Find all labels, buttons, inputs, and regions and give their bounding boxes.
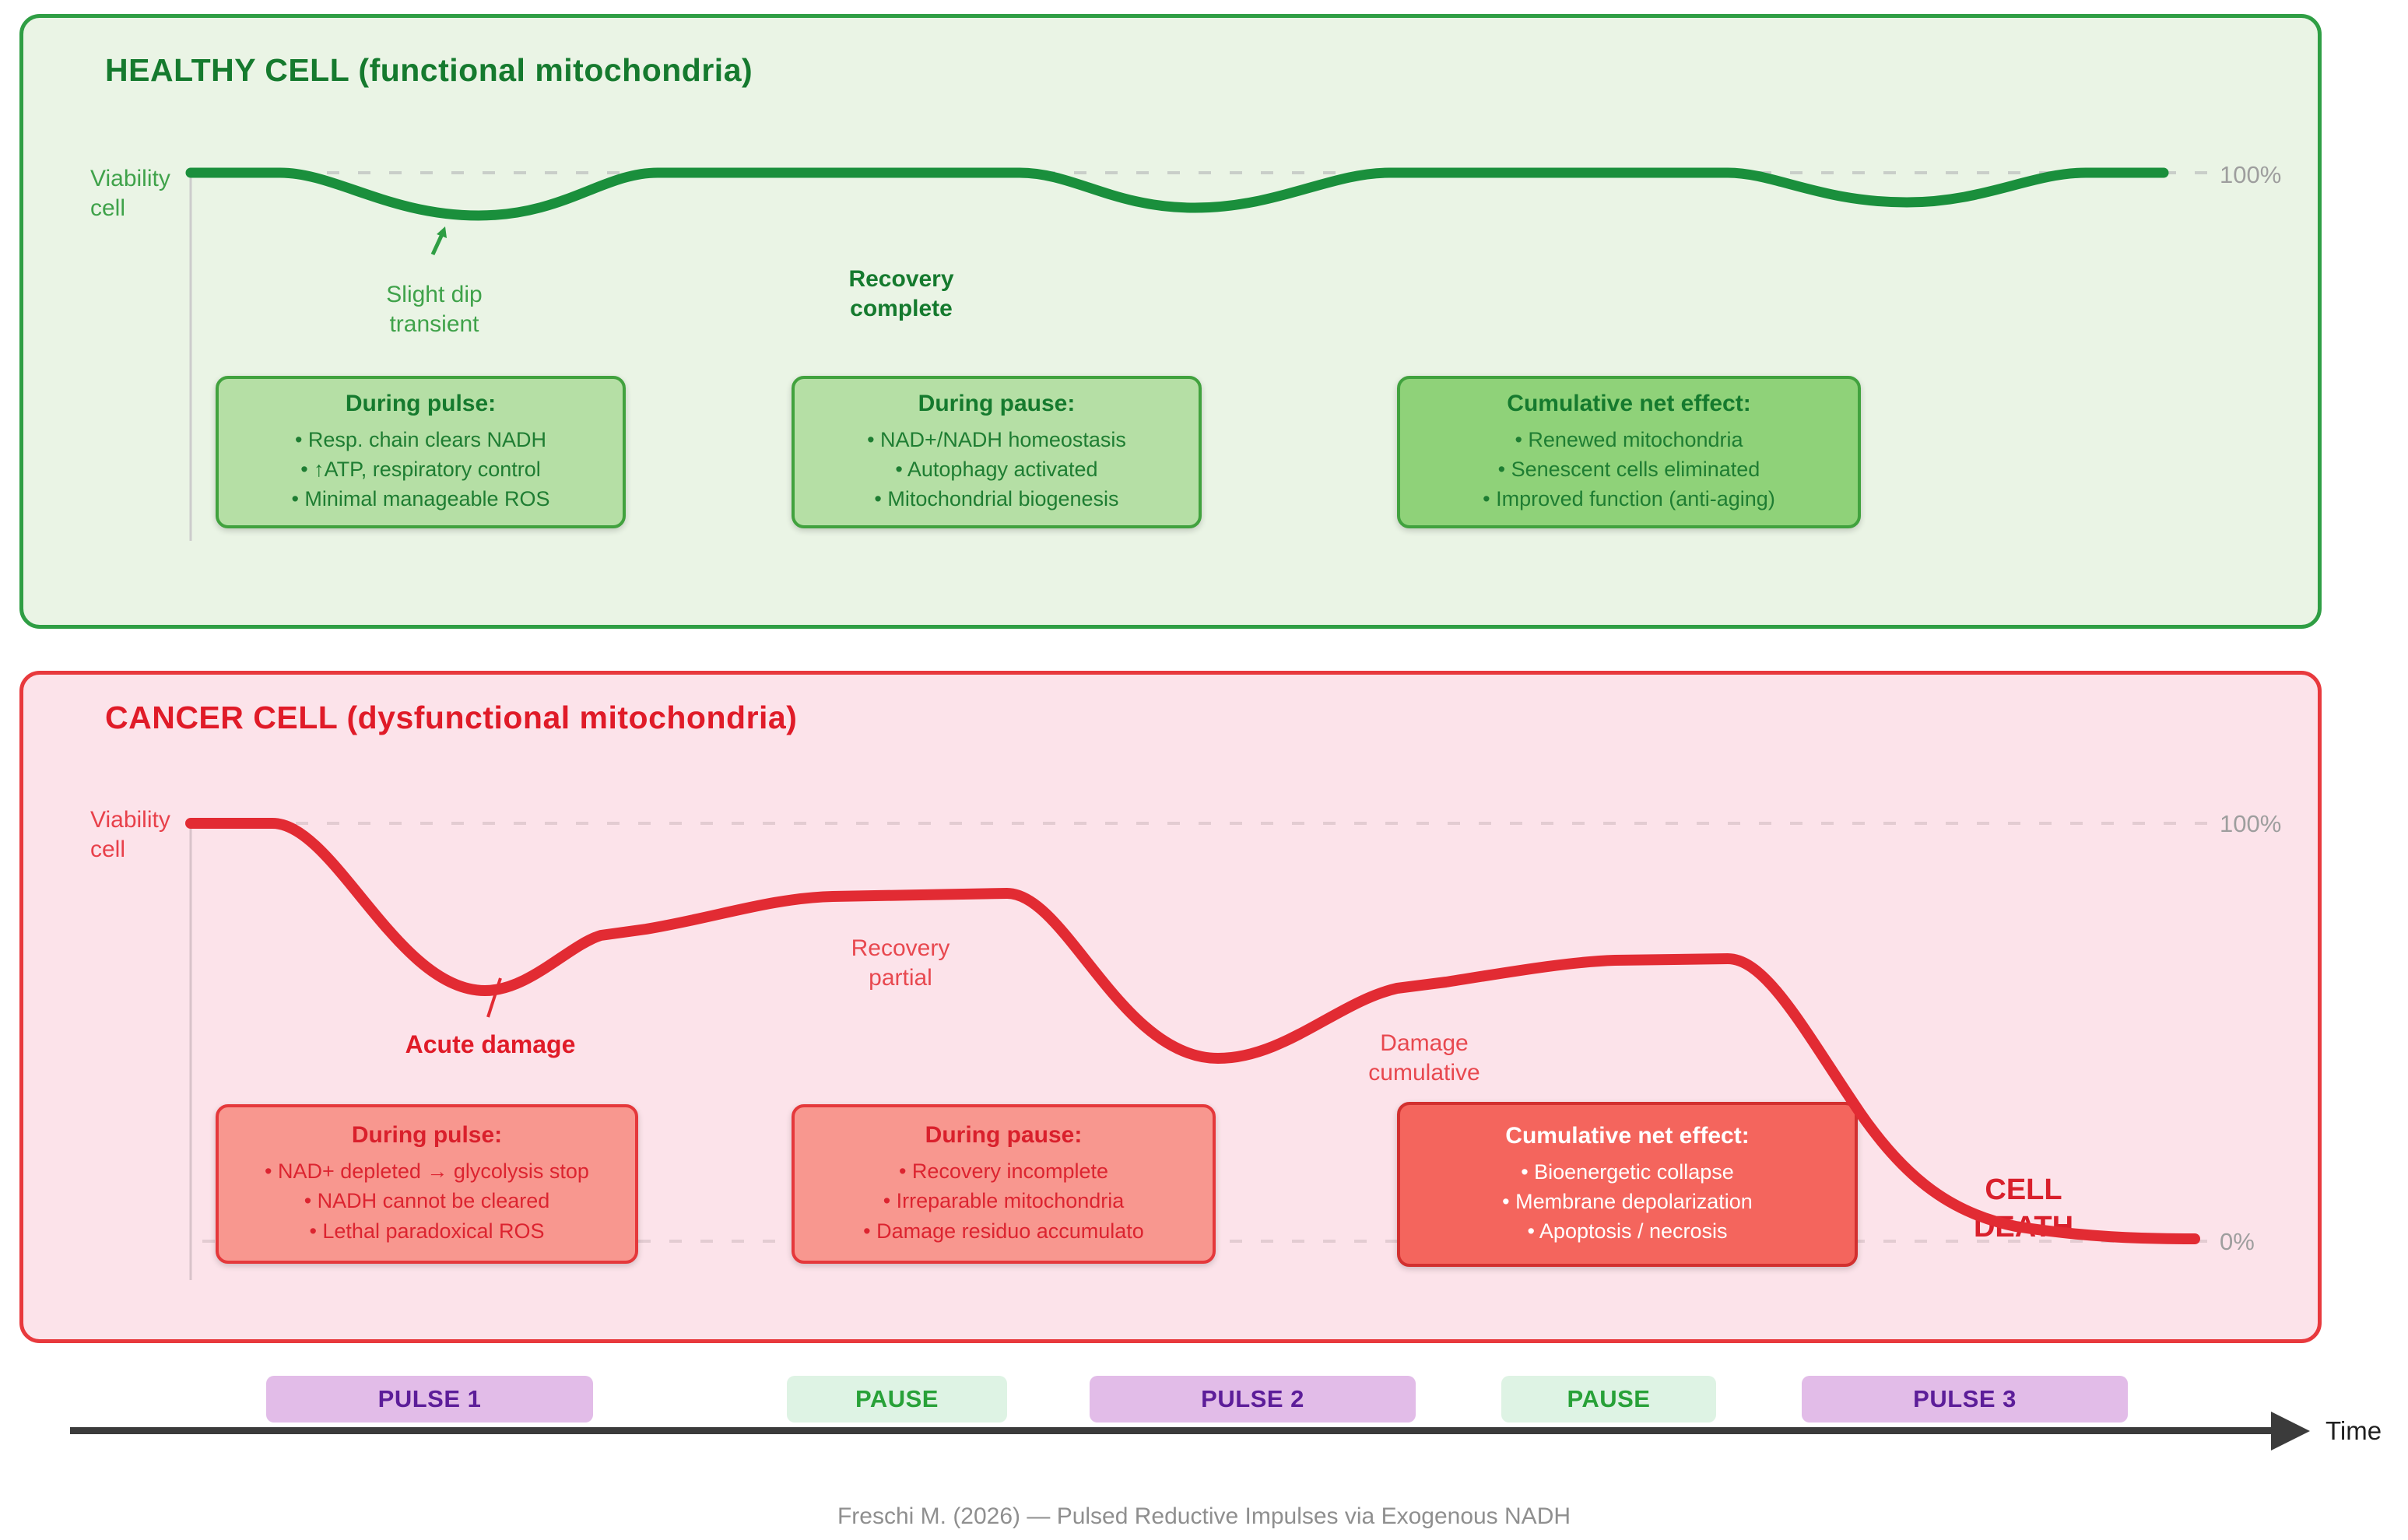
cancer-annotation-acute-damage: Acute damage xyxy=(405,1030,576,1058)
cancer-box-during-pulse-item: • NADH cannot be cleared xyxy=(304,1189,550,1213)
cancer-annotation-cell-death: CELL DEATH xyxy=(1973,1173,2074,1244)
cancer-box-cumulative-item: • Bioenergetic collapse xyxy=(1521,1159,1734,1184)
time-axis-label: Time xyxy=(2326,1416,2382,1445)
cancer-box-during-pulse-title: During pulse: xyxy=(351,1122,503,1148)
healthy-box-during-pulse-item: • Resp. chain clears NADH xyxy=(294,427,547,451)
healthy-box-during-pulse-item: • ↑ATP, respiratory control xyxy=(300,457,541,481)
time-axis-line xyxy=(70,1427,2273,1434)
healthy-panel-title: HEALTHY CELL (functional mitochondria) xyxy=(105,52,753,88)
healthy-box-during-pause-item: • Mitochondrial biogenesis xyxy=(874,487,1119,511)
cancer-box-cumulative-title: Cumulative net effect: xyxy=(1505,1122,1750,1149)
healthy-cell-panel: HEALTHY CELL (functional mitochondria) V… xyxy=(19,14,2322,629)
healthy-box-during-pause-item: • Autophagy activated xyxy=(895,457,1098,481)
cancer-panel-title: CANCER CELL (dysfunctional mitochondria) xyxy=(105,700,798,735)
cancer-box-during-pause-item: • Damage residuo accumulato xyxy=(863,1219,1144,1243)
healthy-annotation-slight-dip: Slight dip transient xyxy=(386,282,483,338)
badge-pause-2: PAUSE xyxy=(1501,1376,1716,1422)
cancer-box-cumulative-item: • Apoptosis / necrosis xyxy=(1527,1219,1728,1244)
citation-text: Freschi M. (2026) — Pulsed Reductive Imp… xyxy=(837,1503,1571,1529)
cancer-box-during-pause-title: During pause: xyxy=(925,1122,1083,1148)
badge-pause-1: PAUSE xyxy=(787,1376,1007,1422)
cancer-box-cumulative-item: • Membrane depolarization xyxy=(1502,1189,1753,1213)
healthy-box-during-pause-title: During pause: xyxy=(918,390,1076,416)
healthy-box-during-pulse: During pulse: • Resp. chain clears NADH … xyxy=(216,376,626,528)
healthy-box-cumulative-item: • Improved function (anti-aging) xyxy=(1483,487,1775,511)
cancer-box-during-pause: During pause: • Recovery incomplete • Ir… xyxy=(792,1104,1216,1264)
badge-pulse-3: PULSE 3 xyxy=(1802,1376,2128,1422)
cancer-annotation-recovery-partial: Recovery partial xyxy=(851,935,950,991)
badge-pulse-2: PULSE 2 xyxy=(1090,1376,1416,1422)
healthy-curve-path xyxy=(185,167,2169,221)
cancer-box-during-pulse-item: • Lethal paradoxical ROS xyxy=(309,1219,545,1243)
cancer-cell-panel: CANCER CELL (dysfunctional mitochondria)… xyxy=(19,671,2322,1343)
healthy-y-axis-label: Viability cell xyxy=(90,166,170,221)
cancer-0-percent-label: 0% xyxy=(2220,1228,2255,1255)
cancer-box-during-pulse-item: • NAD+ depleted → glycolysis stop xyxy=(265,1159,589,1183)
badge-pulse-1: PULSE 1 xyxy=(266,1376,593,1422)
cancer-box-during-pulse: During pulse: • NAD+ depleted → glycolys… xyxy=(216,1104,638,1264)
healthy-box-during-pause: During pause: • NAD+/NADH homeostasis • … xyxy=(792,376,1202,528)
healthy-100-percent-label: 100% xyxy=(2220,161,2282,188)
healthy-box-during-pulse-item: • Minimal manageable ROS xyxy=(291,487,550,511)
healthy-box-cumulative-title: Cumulative net effect: xyxy=(1507,390,1751,416)
cancer-box-during-pause-item: • Irreparable mitochondria xyxy=(883,1189,1125,1213)
cancer-annotation-damage-cumulative: Damage cumulative xyxy=(1368,1030,1480,1086)
cancer-y-axis-label: Viability cell xyxy=(90,807,170,862)
healthy-box-cumulative-effect: Cumulative net effect: • Renewed mitocho… xyxy=(1397,376,1861,528)
healthy-box-during-pulse-title: During pulse: xyxy=(345,390,497,416)
slight-dip-arrow-head xyxy=(437,226,447,238)
acute-damage-leader-line xyxy=(486,977,502,1018)
time-axis-arrowhead-icon xyxy=(2271,1412,2310,1451)
cancer-box-during-pause-item: • Recovery incomplete xyxy=(898,1159,1109,1183)
healthy-box-during-pause-item: • NAD+/NADH homeostasis xyxy=(867,427,1126,451)
healthy-box-cumulative-item: • Senescent cells eliminated xyxy=(1497,457,1760,481)
cancer-box-cumulative-effect: Cumulative net effect: • Bioenergetic co… xyxy=(1397,1102,1858,1267)
cancer-100-percent-label: 100% xyxy=(2220,810,2282,837)
slight-dip-arrow-shaft xyxy=(430,233,444,256)
healthy-box-cumulative-item: • Renewed mitochondria xyxy=(1515,427,1743,451)
healthy-annotation-recovery-complete: Recovery complete xyxy=(848,266,954,322)
